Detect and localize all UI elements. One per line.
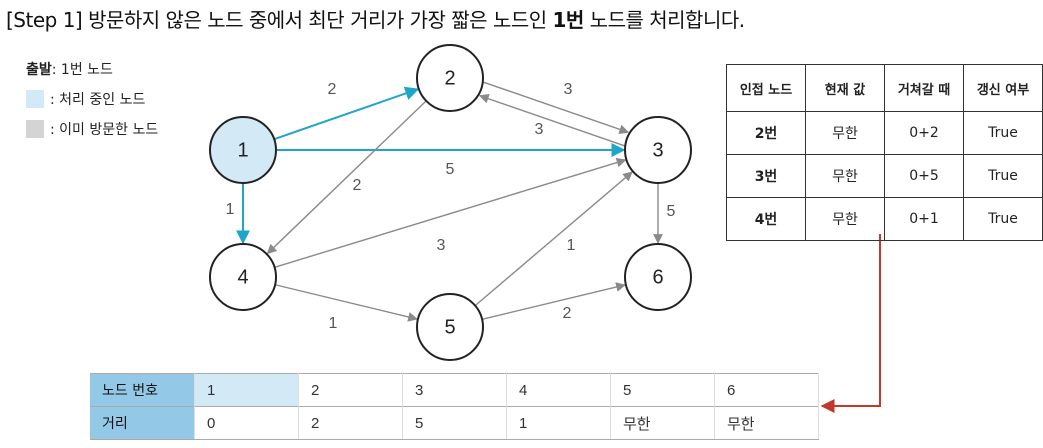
legend-start: 출발: 1번 노드 (26, 58, 158, 80)
adj-header-neighbor: 인접 노드 (726, 64, 806, 112)
legend: 출발: 1번 노드 : 처리 중인 노드 : 이미 방문한 노드 (26, 58, 158, 148)
graph-node-4 (209, 243, 277, 311)
distance-node-row: 노드 번호 1 2 3 4 5 6 (90, 373, 819, 407)
red-connector-arrow (820, 234, 881, 413)
edge-weight-label: 1 (226, 201, 235, 218)
edge-weight-label: 2 (563, 305, 572, 322)
title-bold: 1번 (552, 8, 585, 32)
legend-visited: : 이미 방문한 노드 (26, 118, 158, 140)
edge-2-to-3 (483, 81, 630, 135)
edge-weight-label: 3 (437, 237, 446, 254)
distance-value-cell: 1 (506, 406, 611, 440)
adj-header-update: 갱신 여부 (963, 64, 1043, 112)
adj-cell: True (963, 197, 1043, 241)
distance-node-cell: 2 (298, 373, 403, 407)
visited-swatch (26, 120, 44, 138)
edge-weight-label: 5 (446, 161, 455, 178)
distance-value-cell: 무한 (610, 406, 715, 440)
edge-weight-label: 3 (564, 81, 573, 98)
adj-cell: 2번 (726, 111, 806, 155)
table-row: 2번 무한 0+2 True (726, 111, 1043, 155)
distance-value-cell: 0 (194, 406, 299, 440)
edge-4-to-5 (274, 284, 418, 322)
distance-row-header-dist: 거리 (90, 406, 195, 440)
distance-node-cell: 1 (194, 373, 299, 407)
distance-node-cell: 5 (610, 373, 715, 407)
edge-weight-label: 2 (328, 81, 337, 98)
adjacency-header-row: 인접 노드 현재 값 거쳐갈 때 갱신 여부 (726, 64, 1043, 112)
table-row: 4번 무한 0+1 True (726, 197, 1043, 241)
distance-node-cell: 3 (402, 373, 507, 407)
graph-node-2 (416, 44, 484, 112)
distance-value-row: 거리 0 2 5 1 무한 무한 (90, 406, 819, 440)
graph-node-1 (209, 116, 277, 184)
edge-1-to-2 (273, 86, 420, 141)
legend-processing-label: : 처리 중인 노드 (50, 92, 146, 108)
legend-visited-label: : 이미 방문한 노드 (50, 122, 159, 138)
graph-node-label: 5 (444, 316, 455, 338)
page-title: [Step 1] 방문하지 않은 노드 중에서 최단 거리가 가장 짧은 노드인… (6, 4, 745, 33)
distance-value-cell: 2 (298, 406, 403, 440)
distance-row-header-node: 노드 번호 (90, 373, 195, 407)
adjacency-table: 인접 노드 현재 값 거쳐갈 때 갱신 여부 2번 무한 0+2 True 3번… (726, 64, 1043, 241)
edge-weight-label: 3 (535, 121, 544, 138)
graph-node-label: 4 (237, 266, 248, 288)
edge-weight-label: 5 (667, 203, 676, 220)
distance-node-cell: 6 (714, 373, 819, 407)
graph-node-label: 3 (652, 139, 663, 161)
legend-start-label: 출발 (26, 62, 52, 78)
edge-weight-label: 1 (329, 315, 338, 332)
legend-processing: : 처리 중인 노드 (26, 88, 158, 110)
adj-cell: 무한 (805, 154, 885, 198)
adj-cell: 0+5 (884, 154, 964, 198)
legend-start-value: : 1번 노드 (51, 62, 113, 78)
adj-cell: 4번 (726, 197, 806, 241)
graph-node-5 (416, 293, 484, 361)
adj-cell: 3번 (726, 154, 806, 198)
processing-swatch (26, 90, 44, 108)
adj-cell: True (963, 111, 1043, 155)
table-row: 3번 무한 0+5 True (726, 154, 1043, 198)
adj-header-via: 거쳐갈 때 (884, 64, 964, 112)
edge-4-to-3 (274, 157, 627, 269)
title-prefix: [Step 1] 방문하지 않은 노드 중에서 최단 거리가 가장 짧은 노드인 (6, 8, 553, 32)
graph-node-6 (624, 243, 692, 311)
graph-node-label: 1 (237, 139, 248, 161)
adj-header-current: 현재 값 (805, 64, 885, 112)
distance-table: 노드 번호 1 2 3 4 5 6 거리 0 2 5 1 무한 무한 (90, 373, 819, 440)
title-suffix: 노드를 처리합니다. (583, 8, 745, 32)
adj-cell: 0+1 (884, 197, 964, 241)
distance-value-cell: 무한 (714, 406, 819, 440)
adj-cell: True (963, 154, 1043, 198)
distance-node-cell: 4 (506, 373, 611, 407)
edge-weight-label: 2 (353, 177, 362, 194)
distance-value-cell: 5 (402, 406, 507, 440)
edge-5-to-6 (481, 282, 626, 320)
adj-cell: 0+2 (884, 111, 964, 155)
edge-3-to-2 (478, 93, 625, 147)
graph-node-label: 6 (652, 266, 663, 288)
edge-weight-label: 1 (567, 237, 576, 254)
edge-5-to-3 (474, 171, 633, 307)
graph-node-3 (624, 116, 692, 184)
adj-cell: 무한 (805, 197, 885, 241)
adj-cell: 무한 (805, 111, 885, 155)
graph-node-label: 2 (444, 67, 455, 89)
edge-2-to-4 (266, 100, 427, 255)
